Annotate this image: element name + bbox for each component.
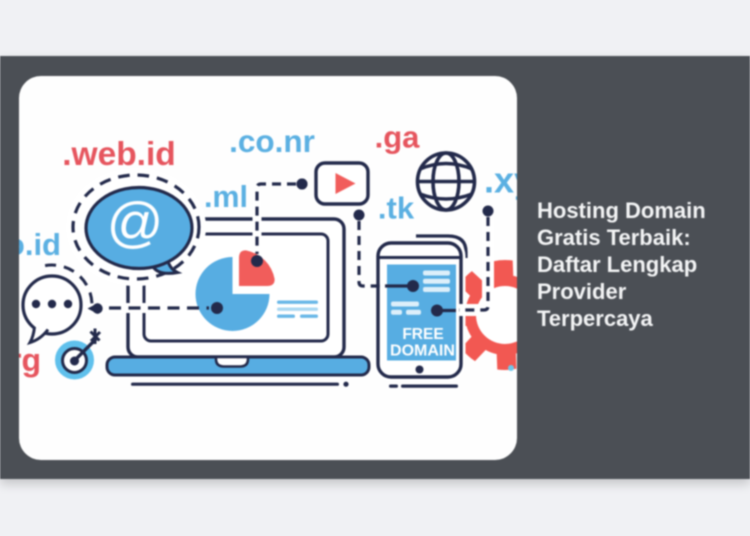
- svg-text:@: @: [107, 191, 164, 254]
- svg-text:.ml: .ml: [204, 180, 248, 214]
- svg-text:.ga: .ga: [375, 120, 421, 155]
- svg-text:.tk: .tk: [378, 191, 415, 226]
- svg-text:.xyz: .xyz: [484, 160, 517, 201]
- svg-text:.co.nr: .co.nr: [229, 123, 315, 159]
- svg-text:.org: .org: [19, 342, 41, 378]
- svg-text:DOMAIN: DOMAIN: [390, 343, 455, 360]
- svg-text:FREE: FREE: [402, 326, 443, 343]
- svg-text:.web.id: .web.id: [62, 136, 176, 173]
- svg-text:o.id: o.id: [19, 227, 61, 262]
